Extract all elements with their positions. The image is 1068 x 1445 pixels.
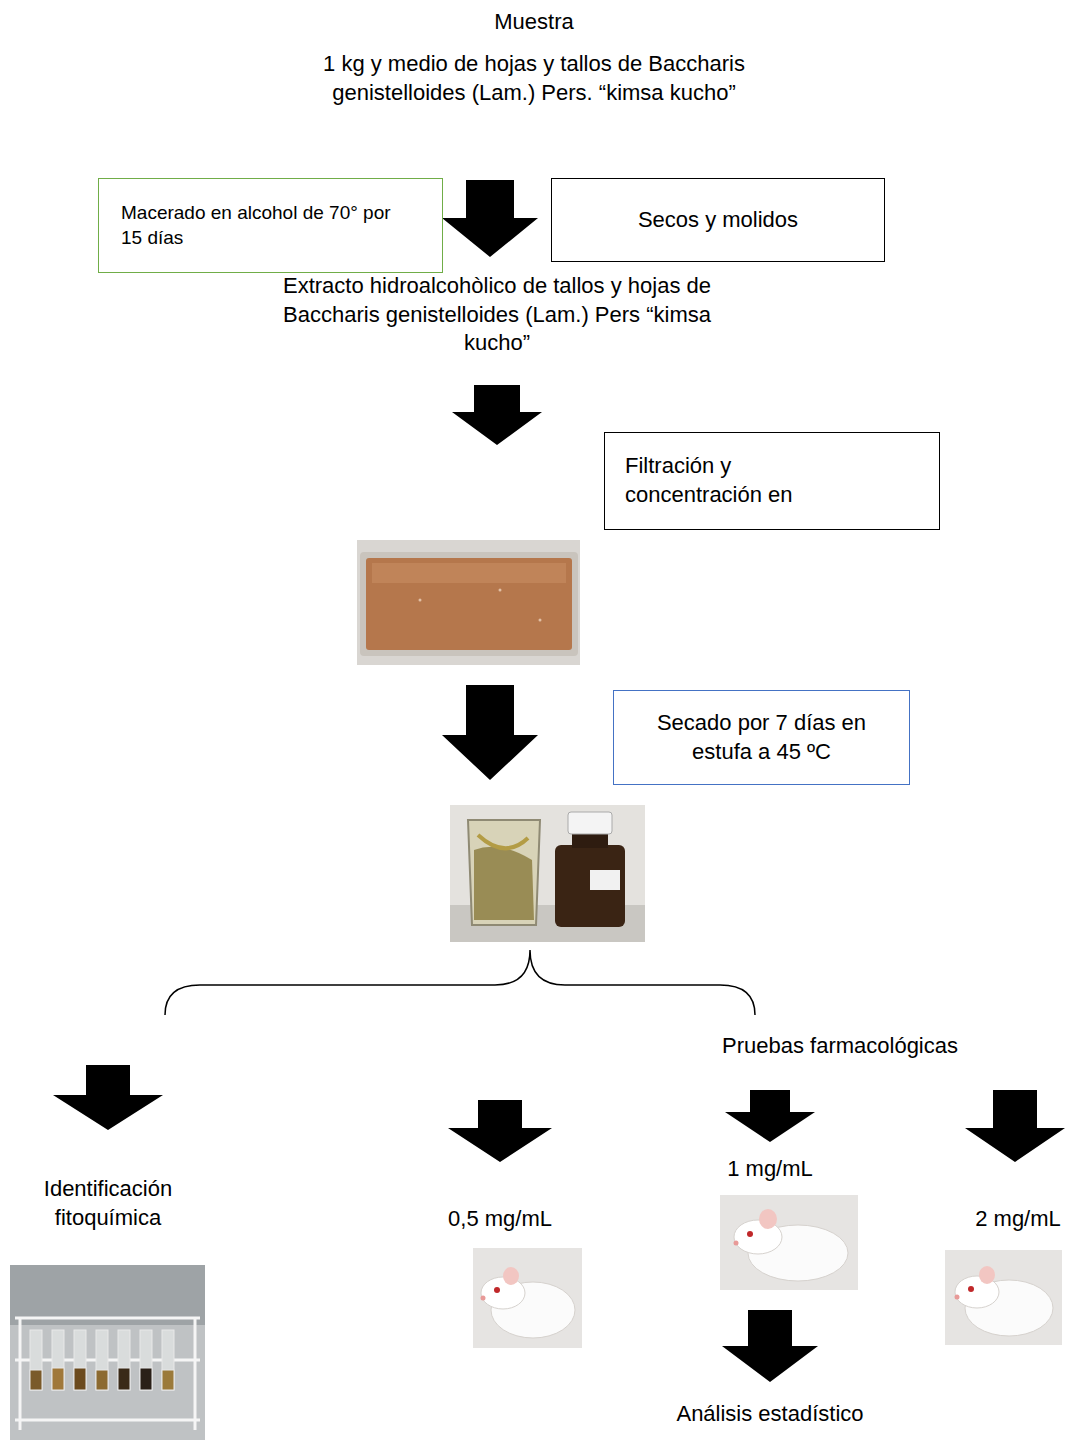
rat-photo xyxy=(473,1248,582,1348)
block-arrow xyxy=(442,685,538,780)
tube-liquid xyxy=(96,1370,108,1390)
block-arrow xyxy=(448,1100,552,1162)
dried-extract-photo xyxy=(450,805,645,942)
tray-shine xyxy=(372,563,566,583)
process-box: Macerado en alcohol de 70° por 15 días xyxy=(98,178,443,273)
box-text: Secos y molidos xyxy=(638,206,798,235)
photo-ground xyxy=(473,1248,582,1348)
curly-brace xyxy=(165,950,755,1015)
tube xyxy=(74,1330,86,1390)
tube-liquid xyxy=(118,1368,130,1390)
rat-eye xyxy=(494,1287,500,1293)
flow-label: Pruebas farmacológicas xyxy=(690,1032,990,1061)
rat-eye xyxy=(747,1231,753,1237)
box-text: Secado por 7 días en estufa a 45 ºC xyxy=(657,709,867,766)
rat-head xyxy=(481,1277,525,1309)
tube xyxy=(30,1330,42,1390)
tube-rack xyxy=(15,1318,200,1430)
rack-leg xyxy=(194,1318,197,1430)
rat-nose xyxy=(734,1241,739,1246)
tube-liquid xyxy=(30,1370,42,1390)
block-arrow xyxy=(53,1065,163,1130)
tube-liquid xyxy=(52,1368,64,1390)
box-text: Filtración y concentración en xyxy=(625,452,825,509)
rat-nose xyxy=(481,1296,486,1301)
photo-ground xyxy=(357,540,580,665)
tube-liquid xyxy=(140,1368,152,1390)
block-arrow xyxy=(965,1090,1065,1162)
photo-ground xyxy=(10,1265,205,1440)
photo-ground xyxy=(945,1250,1062,1345)
flow-label: 0,5 mg/mL xyxy=(425,1205,575,1234)
photo-ground xyxy=(720,1195,858,1290)
process-box: Secos y molidos xyxy=(551,178,885,262)
rat-photo xyxy=(720,1195,858,1290)
rat-ear xyxy=(759,1209,777,1229)
process-box: Secado por 7 días en estufa a 45 ºC xyxy=(613,690,910,785)
rat-eye xyxy=(968,1286,974,1292)
flow-label: Identificación fitoquímica xyxy=(13,1175,203,1232)
rat-photo xyxy=(945,1250,1062,1345)
flow-label: Extracto hidroalcohòlico de tallos y hoj… xyxy=(262,272,732,358)
process-box: Filtración y concentración en xyxy=(604,432,940,530)
tube xyxy=(52,1330,64,1390)
block-arrow xyxy=(442,180,538,257)
tube xyxy=(140,1330,152,1390)
tube-liquid xyxy=(162,1370,174,1390)
block-arrows xyxy=(53,180,1065,1382)
box-text: Macerado en alcohol de 70° por 15 días xyxy=(121,201,391,250)
bubble xyxy=(499,589,502,592)
flow-label: 1 mg/mL xyxy=(695,1155,845,1184)
flow-label: Análisis estadístico xyxy=(640,1400,900,1429)
bottle-tag xyxy=(590,870,620,890)
block-arrow xyxy=(725,1090,815,1142)
rat-ear xyxy=(979,1266,995,1284)
test-tube-photo xyxy=(10,1265,205,1440)
block-arrow xyxy=(722,1310,818,1382)
tube-liquid xyxy=(74,1368,86,1390)
beaker xyxy=(468,820,540,925)
tube xyxy=(96,1330,108,1390)
tube xyxy=(162,1330,174,1390)
wall xyxy=(10,1265,205,1325)
beaker-residue xyxy=(478,835,528,848)
rack-bar xyxy=(15,1317,200,1320)
bottle-body xyxy=(555,845,625,927)
rat-ear xyxy=(503,1267,519,1285)
beaker-residue xyxy=(474,847,534,920)
block-arrow xyxy=(452,385,542,445)
extract-tray-photo xyxy=(357,540,580,665)
rat-nose xyxy=(955,1295,960,1300)
flow-label: 1 kg y medio de hojas y tallos de Baccha… xyxy=(284,50,784,107)
tray-rim xyxy=(360,552,578,656)
rack-leg xyxy=(19,1318,22,1430)
rack-bar xyxy=(15,1419,200,1422)
photo-ground xyxy=(450,805,645,942)
bubble xyxy=(419,599,422,602)
flow-label: Muestra xyxy=(384,8,684,37)
tubes xyxy=(30,1330,174,1390)
flow-label: 2 mg/mL xyxy=(972,1205,1064,1234)
bottle-cap xyxy=(568,812,612,834)
tube xyxy=(118,1330,130,1390)
bubble xyxy=(539,619,542,622)
tray-extract xyxy=(366,558,572,650)
